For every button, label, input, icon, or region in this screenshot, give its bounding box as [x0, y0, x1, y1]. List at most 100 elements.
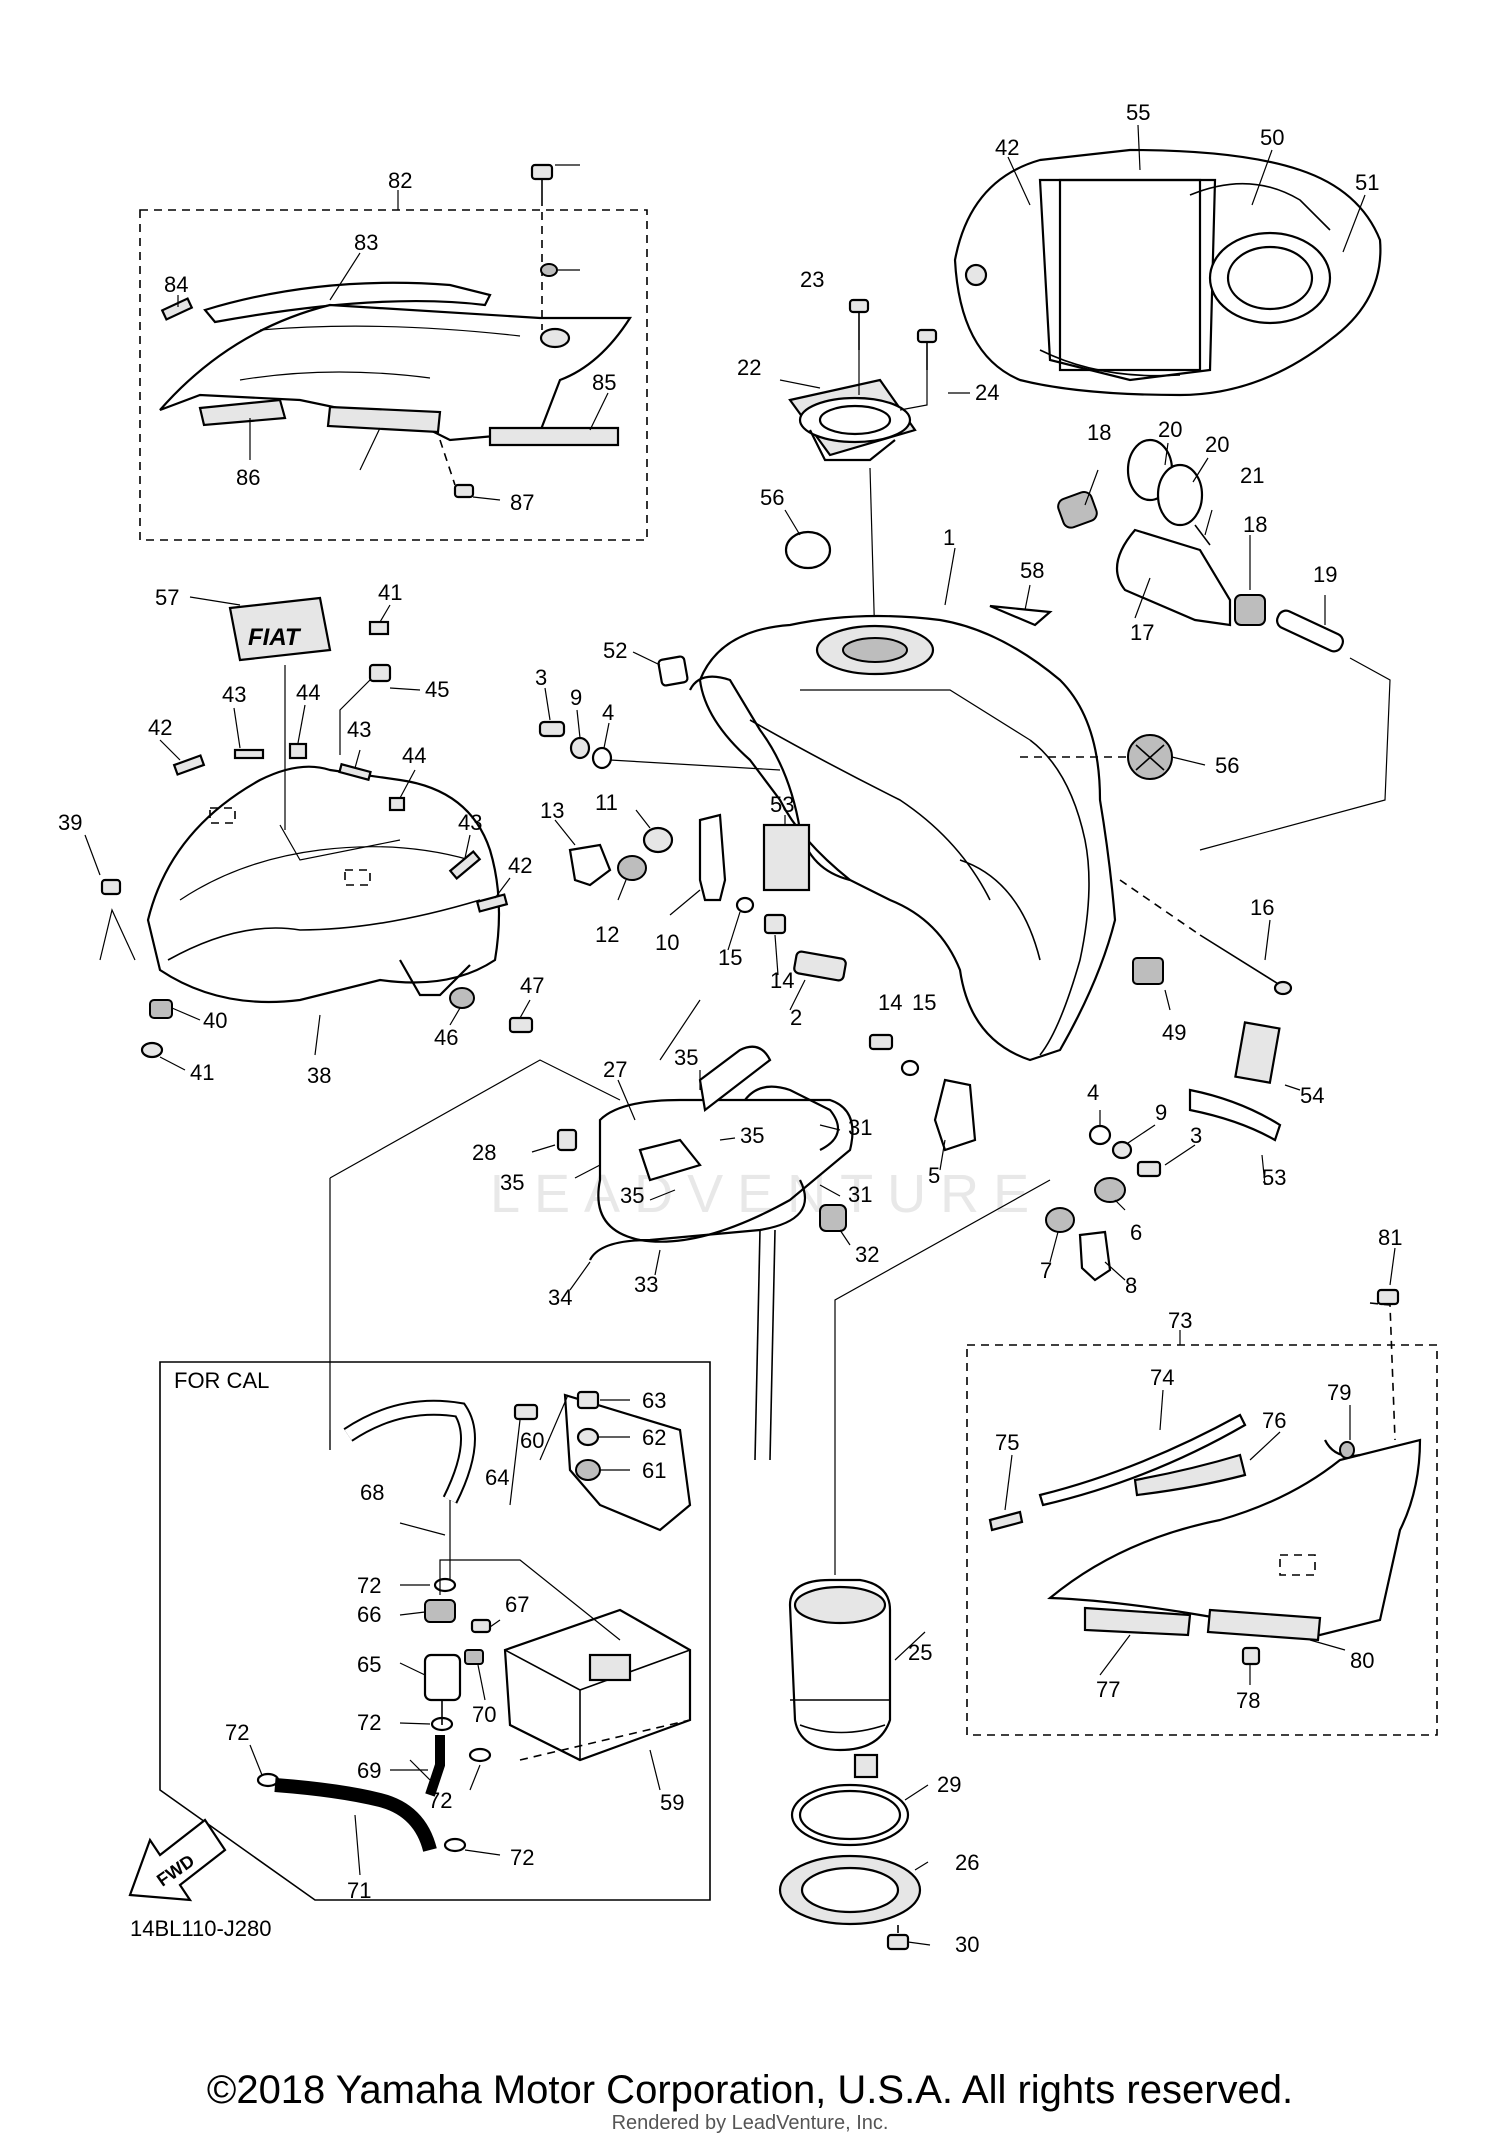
label-17: 17 [1130, 620, 1154, 645]
label-71: 71 [347, 1878, 371, 1903]
label-35b: 35 [740, 1123, 764, 1148]
label-68: 68 [360, 1480, 384, 1505]
label-74: 74 [1150, 1365, 1174, 1390]
label-27: 27 [603, 1057, 627, 1082]
label-31a: 31 [848, 1115, 872, 1140]
label-30: 30 [955, 1932, 979, 1957]
label-87: 87 [510, 490, 534, 515]
label-35c: 35 [500, 1170, 524, 1195]
label-28: 28 [472, 1140, 496, 1165]
watermark: LEADVENTURE [490, 1164, 1043, 1224]
label-73: 73 [1168, 1308, 1192, 1333]
label-1: 1 [943, 525, 955, 550]
side-cover-kit-82 [139, 163, 648, 541]
label-37: 39 [58, 810, 82, 835]
label-69: 69 [357, 1758, 381, 1783]
label-70: 70 [472, 1702, 496, 1727]
label-7: 7 [1040, 1258, 1052, 1283]
label-61: 61 [642, 1458, 666, 1483]
label-44b: 44 [402, 743, 426, 768]
label-53: 53 [1262, 1165, 1286, 1190]
label-83: 83 [354, 230, 378, 255]
label-81: 81 [1378, 1225, 1402, 1250]
for-cal-box: FWD [128, 1361, 711, 1902]
label-79: 79 [1327, 1380, 1351, 1405]
label-76: 76 [1262, 1408, 1286, 1433]
label-48: 50 [1260, 125, 1284, 150]
label-50: 49 [1162, 1020, 1186, 1045]
label-60: 60 [520, 1428, 544, 1453]
copyright-notice: ©2018 Yamaha Motor Corporation, U.S.A. A… [206, 2068, 1294, 2112]
label-72a: 72 [357, 1573, 381, 1598]
label-80: 80 [1350, 1648, 1374, 1673]
label-19: 19 [1313, 562, 1337, 587]
label-39: 41 [190, 1060, 214, 1085]
label-25: 25 [908, 1640, 932, 1665]
fuel-hoses [329, 999, 854, 1461]
label-64: 64 [485, 1465, 509, 1490]
label-14a: 14 [770, 968, 794, 993]
label-52: 53 [770, 792, 794, 817]
diagram-code: 14BL110-J280 [130, 1916, 272, 1941]
tank-underside-assembly [953, 124, 1382, 397]
label-21: 21 [1240, 463, 1264, 488]
label-15a: 15 [718, 945, 742, 970]
label-13: 13 [540, 798, 564, 823]
label-36: 38 [307, 1063, 331, 1088]
label-44a: 44 [296, 680, 320, 705]
label-9a: 9 [570, 685, 582, 710]
label-33: 33 [634, 1272, 658, 1297]
label-32: 32 [855, 1242, 879, 1267]
label-4a: 4 [602, 700, 614, 725]
label-43b: 43 [347, 717, 371, 742]
mounting-hardware [538, 687, 1196, 1282]
label-34: 34 [548, 1285, 572, 1310]
label-59: 59 [660, 1790, 684, 1815]
label-24: 24 [975, 380, 999, 405]
label-20b: 20 [1205, 432, 1229, 457]
filler-cap-assembly [779, 298, 970, 646]
label-58: 58 [1020, 558, 1044, 583]
label-31b: 31 [848, 1182, 872, 1207]
fwd-arrow-icon: FWD [128, 1818, 227, 1902]
label-26: 26 [955, 1850, 979, 1875]
label-62: 62 [642, 1425, 666, 1450]
label-12: 12 [595, 922, 619, 947]
rendered-by-notice: Rendered by LeadVenture, Inc. [611, 2112, 889, 2134]
label-43a: 43 [222, 682, 246, 707]
label-10: 10 [655, 930, 679, 955]
label-23: 23 [800, 267, 824, 292]
label-66: 66 [357, 1602, 381, 1627]
label-8: 8 [1125, 1273, 1137, 1298]
label-11: 11 [595, 790, 618, 815]
label-18b: 18 [1243, 512, 1267, 537]
label-63: 63 [642, 1388, 666, 1413]
label-56a: 56 [760, 485, 784, 510]
label-45: 45 [425, 677, 449, 702]
label-40: 41 [378, 580, 402, 605]
label-72d: 72 [428, 1788, 452, 1813]
side-cover-kit-73 [966, 1247, 1438, 1736]
pump-holder-assembly [1057, 438, 1391, 851]
tank-cover-36: FIAT [84, 596, 534, 1071]
label-65: 65 [357, 1652, 381, 1677]
label-67: 67 [505, 1592, 529, 1617]
fiat-emblem-text: FIAT [248, 624, 302, 651]
part-labels: 82 83 84 85 86 87 42 55 50 51 23 22 24 2… [58, 100, 1402, 1957]
label-20a: 20 [1158, 417, 1182, 442]
label-72c: 72 [225, 1720, 249, 1745]
label-4b: 4 [1087, 1080, 1099, 1105]
label-72b: 72 [357, 1710, 381, 1735]
label-5: 5 [928, 1163, 940, 1188]
label-49: 51 [1355, 170, 1379, 195]
label-16: 16 [1250, 895, 1274, 920]
label-41: 42 [995, 135, 1019, 160]
label-75: 75 [995, 1430, 1019, 1455]
label-3b: 3 [1190, 1123, 1202, 1148]
label-56b: 56 [1215, 753, 1239, 778]
label-77: 77 [1096, 1677, 1120, 1702]
label-42b: 42 [508, 853, 532, 878]
label-2: 2 [790, 1005, 802, 1030]
label-35a: 35 [674, 1045, 698, 1070]
